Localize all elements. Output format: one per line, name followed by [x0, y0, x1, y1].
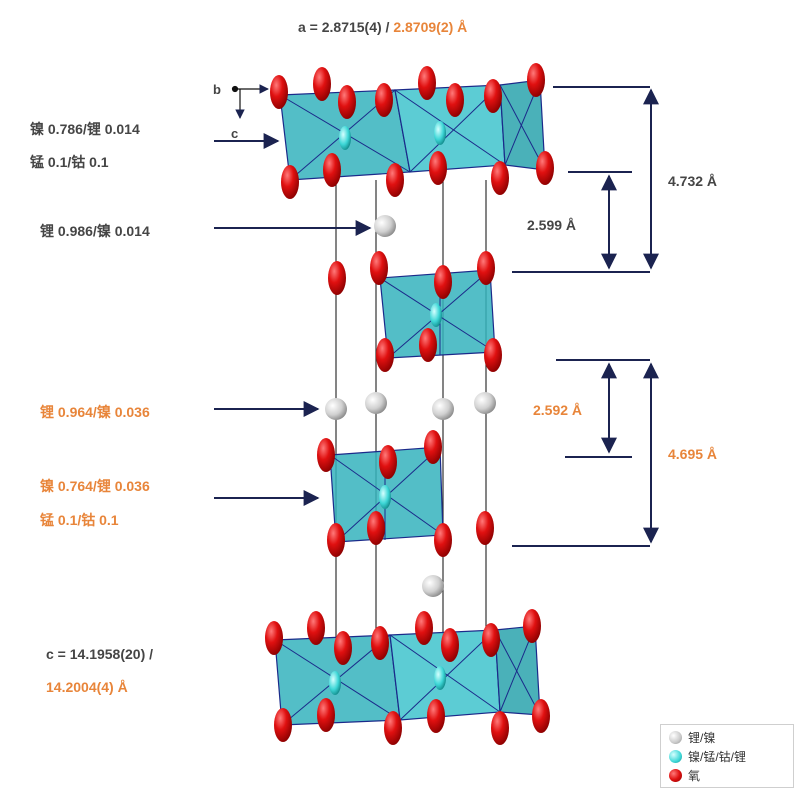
oxygen-atom [482, 623, 500, 657]
oxygen-atom [527, 63, 545, 97]
tm-ball-icon [669, 750, 682, 763]
li-atom [365, 392, 387, 414]
legend-tm-label: 镍/锰/钴/锂 [688, 750, 747, 764]
dim-top-slab-label: 2.599 Å [527, 217, 577, 233]
lattice-c-gray-label: c = 14.1958(20) / [46, 646, 154, 662]
tm-atom [329, 671, 341, 695]
oxygen-atom [370, 251, 388, 285]
li-ball-icon [669, 731, 682, 744]
oxygen-atom [384, 711, 402, 745]
oxygen-atom [375, 83, 393, 117]
oxygen-atom [265, 621, 283, 655]
mn-layer-orange-label: 锰 0.1/钴 0.1 [40, 512, 119, 528]
oxygen-atom [429, 151, 447, 185]
oxygen-atom [327, 523, 345, 557]
lattice-a-value-2: 2.8709(2) Å [393, 19, 468, 35]
oxygen-atoms [265, 63, 554, 745]
oxygen-atom [323, 153, 341, 187]
top-layer-ni-label: 镍 0.786/锂 0.014 [30, 121, 140, 137]
oxygen-atom [418, 66, 436, 100]
legend-item-tm: 镍/锰/钴/锂 [669, 748, 746, 765]
oxygen-atom [338, 85, 356, 119]
tm-atom [379, 485, 391, 509]
oxygen-atom [307, 611, 325, 645]
li-layer-gray-label: 锂 0.986/镍 0.014 [40, 223, 150, 239]
dimension-lines [512, 86, 659, 547]
oxygen-atom [317, 698, 335, 732]
dim-top-total-label: 4.732 Å [668, 173, 718, 189]
lattice-a-value-1: a = 2.8715(4) / [298, 19, 394, 35]
axis-b-label: b [213, 82, 221, 97]
oxygen-atom [484, 338, 502, 372]
oxygen-atom [424, 430, 442, 464]
oxygen-atom [427, 699, 445, 733]
oxygen-atom [274, 708, 292, 742]
oxygen-atom [446, 83, 464, 117]
oxygen-atom [328, 261, 346, 295]
tm-atom [434, 121, 446, 145]
oxygen-atom [536, 151, 554, 185]
oxygen-atom [371, 626, 389, 660]
tm-atoms [329, 121, 446, 695]
oxygen-atom [491, 711, 509, 745]
axis-c-label: c [231, 126, 239, 141]
legend-li-label: 锂/镍 [688, 731, 716, 745]
oxygen-atom [334, 631, 352, 665]
lattice-a-parameter: a = 2.8715(4) / 2.8709(2) Å [298, 19, 467, 35]
oxygen-atom [419, 328, 437, 362]
oxygen-atom [386, 163, 404, 197]
li-layer-orange-label: 锂 0.964/镍 0.036 [40, 404, 150, 420]
oxygen-atom [317, 438, 335, 472]
li-atom [325, 398, 347, 420]
oxygen-atom [532, 699, 550, 733]
oxygen-atom [313, 67, 331, 101]
li-atom [422, 575, 444, 597]
oxygen-atom [376, 338, 394, 372]
oxygen-atom [441, 628, 459, 662]
tm-atom [339, 126, 351, 150]
oxygen-atom [476, 511, 494, 545]
oxygen-atom [434, 265, 452, 299]
axis-indicator [231, 84, 269, 119]
legend: 锂/镍 镍/锰/钴/锂 氧 [660, 724, 794, 788]
oxygen-atom [379, 445, 397, 479]
tm-atom [434, 666, 446, 690]
legend-o-label: 氧 [688, 769, 701, 783]
pointer-arrows [214, 133, 372, 506]
oxygen-ball-icon [669, 769, 682, 782]
oxygen-atom [491, 161, 509, 195]
top-layer-mn-label: 锰 0.1/钴 0.1 [30, 154, 109, 170]
oxygen-atom [523, 609, 541, 643]
legend-item-o: 氧 [669, 767, 700, 784]
oxygen-atom [367, 511, 385, 545]
oxygen-atom [415, 611, 433, 645]
li-atom [432, 398, 454, 420]
oxygen-atom [270, 75, 288, 109]
li-atom [474, 392, 496, 414]
tm-atom [430, 303, 442, 327]
oxygen-atom [484, 79, 502, 113]
oxygen-atom [477, 251, 495, 285]
li-atom [374, 215, 396, 237]
unit-cell-edges [335, 180, 487, 640]
dim-bottom-total-label: 4.695 Å [668, 446, 718, 462]
legend-item-li: 锂/镍 [669, 729, 715, 746]
ni-layer-orange-label: 镍 0.764/锂 0.036 [40, 478, 150, 494]
li-atoms [325, 215, 496, 597]
oxygen-atom [434, 523, 452, 557]
dim-bottom-slab-label: 2.592 Å [533, 402, 583, 418]
oxygen-atom [281, 165, 299, 199]
lattice-c-orange-label: 14.2004(4) Å [46, 679, 128, 695]
